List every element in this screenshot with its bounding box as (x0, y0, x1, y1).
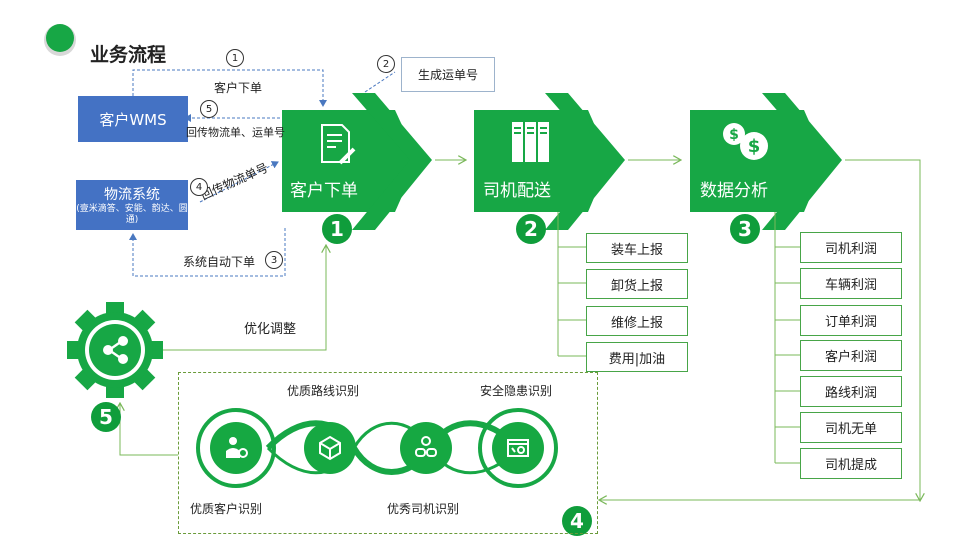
identification-box (178, 372, 598, 534)
identify-label-route: 优质路线识别 (287, 384, 360, 398)
stage-number-2: 2 (516, 214, 546, 244)
share-icon (103, 336, 128, 364)
driver-link-icon (400, 422, 452, 474)
logistics-system-box: 物流系统 (壹米滴答、安能、韵达、圆通) (76, 180, 188, 230)
stage-arrows (120, 160, 920, 500)
step-number-2: 2 (377, 55, 395, 73)
analysis-item-route-profit: 路线利润 (800, 376, 902, 407)
identification-ribbon (196, 408, 558, 488)
driver-item-fuel: 费用|加油 (586, 342, 688, 372)
driver-tree (557, 212, 586, 357)
stage-chevron-2 (474, 93, 625, 230)
stage-chevron-1 (282, 93, 432, 230)
order-flow-label: 客户下单 (214, 81, 263, 95)
dollar-coins-icon: $ $ (723, 123, 768, 160)
customer-wms-label: 客户WMS (99, 110, 167, 129)
title-dot (44, 24, 76, 56)
analysis-item-driver-profit: 司机利润 (800, 232, 902, 263)
document-pen-icon (321, 124, 356, 165)
analysis-item-order-profit: 订单利润 (800, 305, 902, 336)
browser-gear-icon (492, 422, 544, 474)
analysis-item-customer-profit: 客户利润 (800, 340, 902, 371)
stage-chevron-3 (690, 93, 842, 230)
identify-label-safety: 安全隐患识别 (480, 384, 553, 398)
page-title: 业务流程 (90, 44, 167, 66)
step-number-5: 5 (200, 100, 218, 118)
route-cube-icon (304, 422, 356, 474)
stage-number-4: 4 (562, 506, 592, 536)
stage-label-analysis: 数据分析 (700, 181, 768, 201)
step-number-4: 4 (190, 178, 208, 196)
svg-text:$: $ (729, 127, 739, 143)
analysis-item-driver-commission: 司机提成 (800, 448, 902, 479)
stage-number-3: 3 (730, 214, 760, 244)
identify-label-driver: 优秀司机识别 (387, 502, 460, 516)
generate-waybill-label: 生成运单号 (417, 68, 478, 82)
generate-waybill-callout: 生成运单号 (401, 57, 495, 92)
server-rack-icon (512, 122, 549, 162)
stage-number-1: 1 (322, 214, 352, 244)
svg-text:$: $ (748, 136, 761, 157)
step-number-3: 3 (265, 251, 283, 269)
optimize-label: 优化调整 (244, 322, 297, 337)
person-gear-icon (210, 422, 262, 474)
order-flow-lines (129, 69, 396, 277)
analysis-item-driver-no-order: 司机无单 (800, 412, 902, 443)
return-waybill-label: 回传物流单、运单号 (186, 126, 285, 139)
stage-label-order: 客户下单 (290, 181, 358, 201)
auto-order-label: 系统自动下单 (183, 255, 256, 269)
logistics-system-title: 物流系统 (104, 187, 160, 203)
driver-item-unloading: 卸货上报 (586, 269, 688, 299)
stage-label-delivery: 司机配送 (483, 181, 551, 201)
analysis-tree (774, 212, 800, 464)
stage-number-5: 5 (91, 402, 121, 432)
driver-item-repair: 维修上报 (586, 306, 688, 336)
analysis-item-vehicle-profit: 车辆利润 (800, 268, 902, 299)
identify-label-customer: 优质客户识别 (190, 502, 263, 516)
driver-item-loading: 装车上报 (586, 233, 688, 263)
logistics-system-carriers: (壹米滴答、安能、韵达、圆通) (76, 204, 188, 225)
step-number-1: 1 (226, 49, 244, 67)
customer-wms-box: 客户WMS (78, 96, 188, 142)
gear-icon (67, 302, 163, 398)
